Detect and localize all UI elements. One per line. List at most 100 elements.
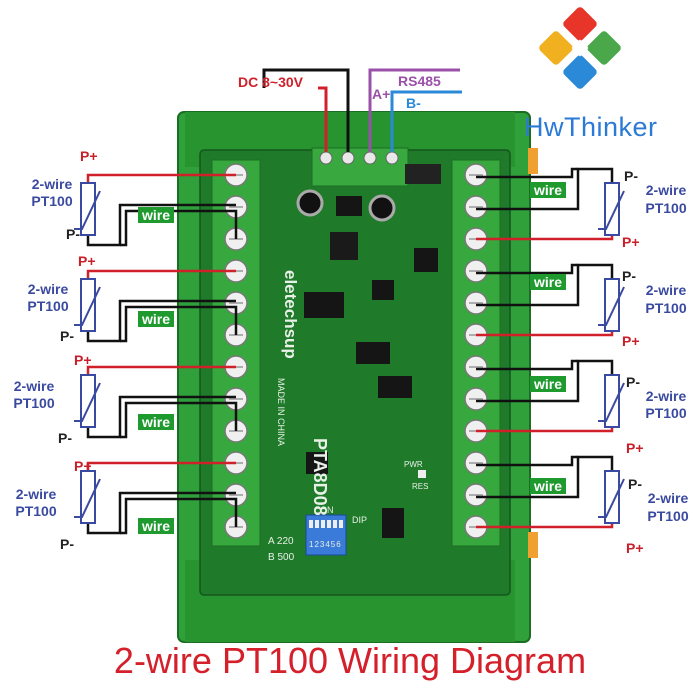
baud-a-label: A 220 — [268, 536, 294, 547]
sensor-name-line1: 2-wire — [27, 281, 69, 297]
wire-label: wire — [530, 182, 567, 198]
orange-clip-bottom — [528, 532, 538, 558]
wire-jumper — [120, 209, 238, 247]
wire-jumper — [476, 455, 578, 467]
led-pwr — [418, 470, 426, 478]
thermistor-slash — [74, 190, 101, 230]
inductor — [330, 232, 358, 260]
positive-wire — [86, 365, 236, 375]
rs485-a-wire — [368, 68, 460, 152]
thermistor-slash — [598, 190, 625, 230]
p-minus-label: P- — [622, 268, 636, 284]
positive-wire — [476, 427, 614, 433]
sensor-name-line2: PT100 — [13, 395, 55, 411]
sensor-name-line1: 2-wire — [645, 282, 687, 298]
sensor-name-line2: PT100 — [645, 200, 687, 216]
wire-jumper — [476, 359, 578, 371]
dc-power-label: DC 8~30V — [238, 74, 303, 90]
wire-label: wire — [530, 274, 567, 290]
sensor-name-line1: 2-wire — [13, 378, 55, 394]
chip-1 — [336, 196, 362, 216]
sensor-name-line1: 2-wire — [31, 176, 73, 192]
brand-logo-icon — [539, 7, 621, 89]
positive-wire — [476, 523, 614, 529]
wire-jumper — [120, 305, 238, 343]
p-minus-label: P- — [626, 374, 640, 390]
p-plus-label: P+ — [622, 234, 640, 250]
p-minus-label: P- — [628, 476, 642, 492]
sensor-name-line2: PT100 — [15, 503, 57, 519]
made-in-label: MADE IN CHINA — [276, 378, 286, 447]
thermistor-slash — [74, 382, 101, 422]
wire-jumper — [120, 401, 238, 439]
thermistor-slash — [598, 382, 625, 422]
dip-label: DIP — [352, 515, 368, 525]
sensor-name-line1: 2-wire — [645, 182, 687, 198]
rs485-b-label: B- — [406, 95, 421, 111]
small-connector — [405, 164, 441, 184]
rs485-a-label: A+ — [372, 86, 391, 102]
p-plus-label: P+ — [80, 148, 98, 164]
wire-jumper — [476, 263, 578, 275]
dip-numbers: 123456 — [309, 540, 342, 549]
wire-label: wire — [138, 311, 175, 327]
dc-negative-wire — [262, 68, 350, 152]
dip-on-label: ON — [320, 505, 334, 515]
sensor-name-line2: PT100 — [647, 508, 689, 524]
p-plus-label: P+ — [626, 440, 644, 456]
pwr-led-label: PWR — [404, 460, 423, 469]
diagram-caption: 2-wire PT100 Wiring Diagram — [113, 640, 587, 681]
board-maker: eletechsup — [281, 270, 300, 359]
wire-label: wire — [138, 414, 175, 430]
p-minus-label: P- — [60, 536, 74, 552]
thermistor-slash — [74, 478, 101, 518]
positive-wire — [86, 461, 236, 471]
p-plus-label: P+ — [626, 540, 644, 556]
chip-5 — [356, 342, 390, 364]
p-minus-label: P- — [624, 168, 638, 184]
chip-7 — [306, 452, 328, 474]
positive-wire — [86, 269, 236, 279]
sensor-name-line1: 2-wire — [645, 388, 687, 404]
sensor-name-line1: 2-wire — [15, 486, 57, 502]
capacitor-1 — [296, 189, 324, 217]
p-plus-label: P+ — [74, 458, 92, 474]
brand-name: HwThinker — [524, 112, 658, 142]
thermistor-slash — [598, 478, 625, 518]
wire-label: wire — [530, 376, 567, 392]
positive-wire — [476, 331, 614, 337]
sensor-name-line2: PT100 — [645, 405, 687, 421]
left-sensor-wiring — [74, 173, 238, 535]
wire-jumper — [476, 167, 578, 179]
chip-6 — [378, 376, 412, 398]
p-minus-label: P- — [60, 328, 74, 344]
res-label: RES — [412, 482, 429, 491]
p-plus-label: P+ — [74, 352, 92, 368]
dip-levers — [309, 520, 343, 528]
sensor-name-line2: PT100 — [27, 298, 69, 314]
p-minus-label: P- — [66, 226, 80, 242]
sensor-name-line1: 2-wire — [647, 490, 689, 506]
chip-3 — [304, 292, 344, 318]
right-terminal-block — [451, 159, 501, 547]
chip-2 — [414, 248, 438, 272]
positive-wire — [86, 173, 236, 183]
thermistor-slash — [598, 286, 625, 326]
thermistor-slash — [74, 286, 101, 326]
baud-b-label: B 500 — [268, 552, 295, 563]
dc-positive-wire — [318, 86, 328, 152]
wire-label: wire — [138, 207, 175, 223]
rs485-b-wire — [390, 90, 462, 152]
wire-jumper — [120, 497, 238, 535]
sensor-name-line2: PT100 — [645, 300, 687, 316]
wire-label: wire — [138, 518, 175, 534]
rs485-label: RS485 — [398, 73, 441, 89]
chip-4 — [372, 280, 394, 300]
orange-clip-top — [528, 148, 538, 174]
wire-label: wire — [530, 478, 567, 494]
right-sensor-wiring — [476, 167, 625, 529]
p-plus-label: P+ — [78, 253, 96, 269]
sensor-name-line2: PT100 — [31, 193, 73, 209]
